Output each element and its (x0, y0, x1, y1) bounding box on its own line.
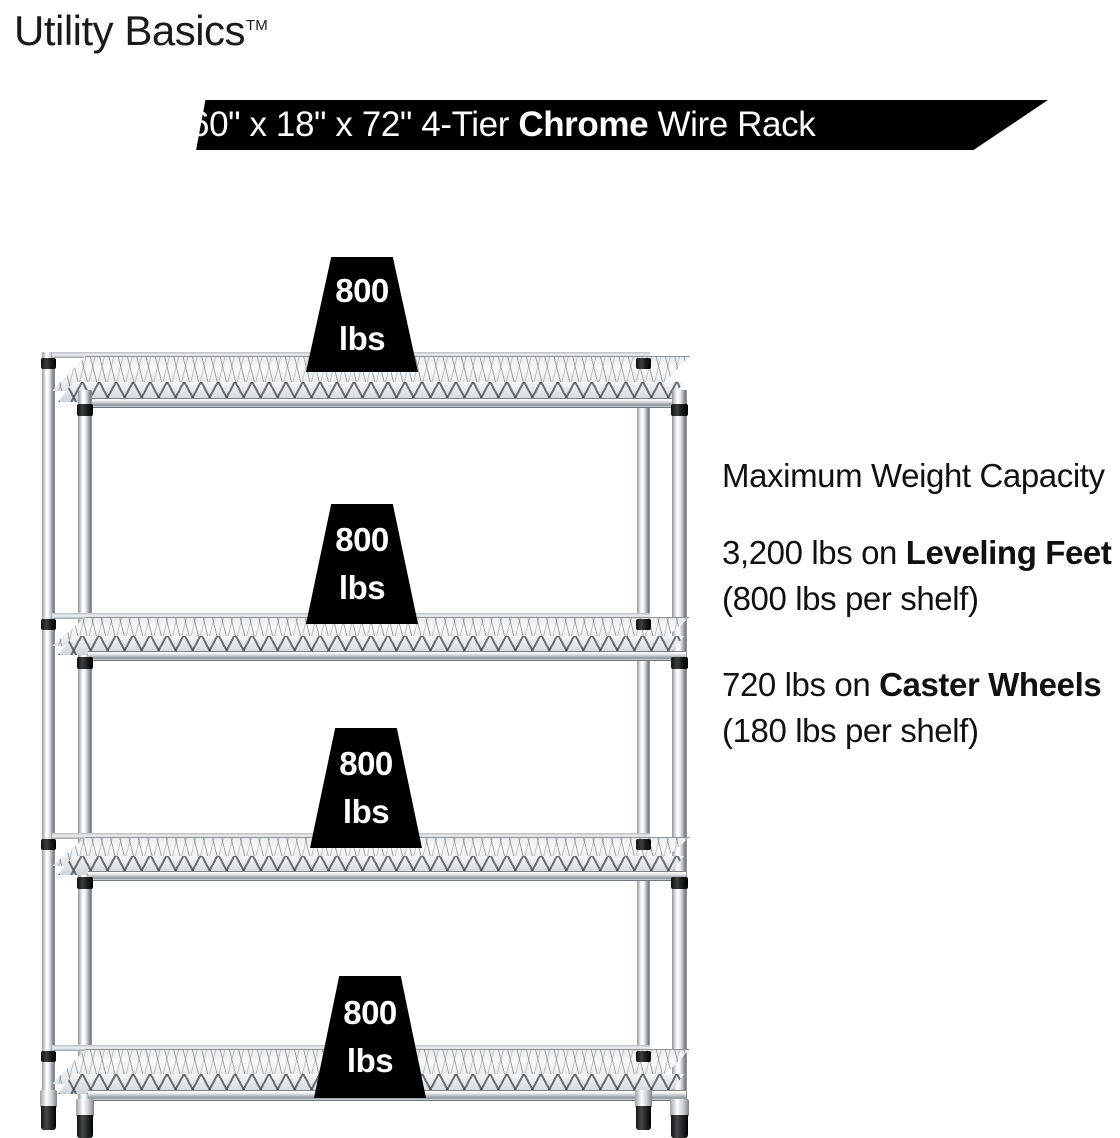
sleeve-collar-back-right-1 (636, 358, 651, 369)
shelf-3-front-rail (88, 871, 686, 881)
capacity-headline: Maximum Weight Capacity (722, 457, 1105, 494)
leveling-foot-back-left (41, 1106, 56, 1130)
banner-product: Wire Rack (657, 105, 816, 144)
sleeve-collar-front-right-2 (671, 657, 688, 669)
shelf-1-truss (58, 382, 684, 402)
leveling-total: 3,200 lbs on (722, 534, 906, 571)
sleeve-collar-back-right-2 (636, 619, 651, 630)
callout-3-number: 800 (339, 745, 393, 782)
post-back-left (42, 352, 55, 1112)
sleeve-collar-front-left-1 (77, 404, 93, 416)
banner-dimensions: 60" x 18" x 72" (190, 105, 412, 144)
callout-1-number: 800 (335, 271, 389, 309)
sleeve-collar-front-right-1 (671, 404, 688, 416)
sleeve-collar-back-left-4 (41, 1051, 56, 1062)
leveling-foot-front-left (77, 1115, 93, 1138)
shelf-2-front-rail (88, 651, 686, 661)
title-banner (196, 100, 1048, 150)
shelf-3-truss (58, 856, 684, 875)
sleeve-collar-back-right-4 (636, 1051, 651, 1062)
callout-2-unit: lbs (338, 569, 386, 606)
post-back-right (637, 352, 650, 1112)
callout-4-unit: lbs (346, 1042, 394, 1079)
callout-4-number: 800 (343, 994, 397, 1031)
callout-3-unit: lbs (342, 793, 390, 830)
sleeve-collar-front-left-3 (77, 877, 93, 889)
caster-total: 720 lbs on (722, 666, 880, 703)
shelf-1-front-rail (88, 398, 686, 408)
post-front-left (78, 390, 92, 1130)
trademark-symbol: TM (246, 17, 268, 34)
leveling-foot-back-right (636, 1106, 651, 1130)
leveling-foot-ferrule-front-right (670, 1099, 689, 1117)
capacity-callout-tier-1: 800 lbs (306, 257, 418, 372)
brand-wordmark: Utility BasicsTM (14, 2, 268, 55)
leveling-detail: (800 lbs per shelf) (722, 580, 979, 617)
leveling-label: Leveling Feet (905, 534, 1112, 571)
banner-material: Chrome (518, 105, 649, 144)
sleeve-collar-back-right-3 (636, 839, 651, 850)
post-front-right (672, 390, 687, 1130)
callout-1-unit: lbs (338, 319, 386, 357)
caster-wheels-capacity: 720 lbs on Caster Wheels (180 lbs per sh… (722, 662, 1120, 754)
shelf-2-truss (58, 636, 684, 655)
sleeve-collar-back-left-2 (41, 619, 56, 630)
sleeve-collar-front-right-3 (671, 877, 688, 889)
brand-name: Utility Basics (14, 7, 246, 54)
leveling-feet-capacity: 3,200 lbs on Leveling Feet (800 lbs per … (722, 530, 1120, 622)
leveling-foot-ferrule-back-right (635, 1090, 652, 1108)
callout-2-number: 800 (335, 521, 389, 558)
caster-detail: (180 lbs per shelf) (722, 712, 979, 749)
banner-tier: 4-Tier (421, 105, 509, 144)
caster-label: Caster Wheels (879, 666, 1102, 703)
leveling-foot-ferrule-back-left (40, 1090, 57, 1108)
weight-capacity-copy: Maximum Weight Capacity 3,200 lbs on Lev… (722, 456, 1120, 794)
sleeve-collar-back-left-3 (41, 839, 56, 850)
sleeve-collar-back-left-1 (41, 358, 56, 369)
leveling-foot-ferrule-front-left (76, 1099, 94, 1117)
sleeve-collar-front-left-2 (77, 657, 93, 669)
leveling-foot-front-right (671, 1115, 688, 1138)
title-banner-text: 60" x 18" x 72" 4-Tier Chrome Wire Rack (190, 101, 990, 149)
